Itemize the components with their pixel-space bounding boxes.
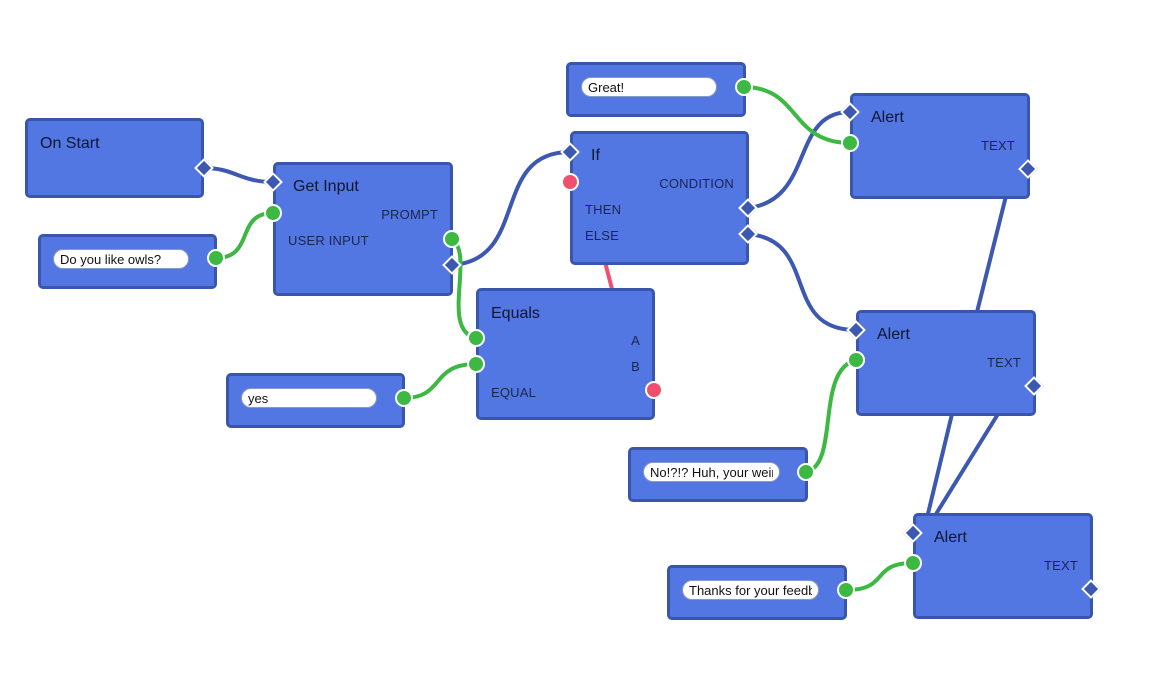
b-label: B	[631, 359, 640, 374]
b-in-pin[interactable]	[467, 355, 485, 373]
node-on-start[interactable]: On Start	[25, 118, 204, 198]
prompt-in-pin[interactable]	[264, 204, 282, 222]
wire-alert2-to-alert3-a	[924, 412, 954, 524]
node-alert-1[interactable]: Alert TEXT	[850, 93, 1030, 199]
text-in-pin[interactable]	[841, 134, 859, 152]
wire-getinput-to-if	[450, 150, 572, 267]
text-label: TEXT	[1043, 558, 1078, 573]
compare-text-field[interactable]	[241, 388, 377, 408]
equal-label: EQUAL	[491, 385, 537, 400]
node-title: Get Input	[293, 178, 359, 195]
wire-then-to-alert1	[746, 110, 852, 210]
user-input-label: USER INPUT	[288, 233, 369, 248]
a-label: A	[631, 333, 640, 348]
wire-userinput-to-a	[450, 237, 478, 340]
node-equals[interactable]: Equals A B EQUAL	[476, 288, 655, 420]
prompt-text-field[interactable]	[53, 249, 189, 269]
node-title: Alert	[934, 529, 967, 546]
wire-alert2-to-alert3-b	[934, 412, 1000, 516]
text-label: TEXT	[986, 355, 1021, 370]
wire-alert1-to-alert2	[975, 194, 1008, 314]
wire-equal-to-condition	[603, 260, 614, 291]
text-out-pin[interactable]	[797, 463, 815, 481]
node-text-prompt[interactable]	[38, 234, 217, 289]
a-in-pin[interactable]	[467, 329, 485, 347]
text-in-pin[interactable]	[904, 554, 922, 572]
prompt-label: PROMPT	[381, 207, 438, 222]
condition-label: CONDITION	[659, 176, 734, 191]
else-label: ELSE	[585, 228, 620, 243]
text-label: TEXT	[980, 138, 1015, 153]
text-in-pin[interactable]	[847, 351, 865, 369]
wire-prompt-text-to-prompt	[214, 211, 275, 260]
great-text-field[interactable]	[581, 77, 717, 97]
then-label: THEN	[585, 202, 622, 217]
equal-out-pin[interactable]	[645, 381, 663, 399]
wire-else-to-alert2	[746, 232, 858, 332]
user-input-out-pin[interactable]	[443, 230, 461, 248]
node-title: On Start	[40, 135, 100, 152]
node-get-input[interactable]: Get Input PROMPT USER INPUT	[273, 162, 453, 296]
node-text-compare[interactable]	[226, 373, 405, 428]
node-if[interactable]: If CONDITION THEN ELSE	[570, 131, 749, 265]
wire-yes-to-b	[402, 362, 478, 400]
wire-great-to-alert1-text	[742, 85, 852, 145]
thanks-text-field[interactable]	[682, 580, 819, 600]
node-title: Alert	[871, 109, 904, 126]
condition-in-pin[interactable]	[561, 173, 579, 191]
text-out-pin[interactable]	[735, 78, 753, 96]
text-out-pin[interactable]	[395, 389, 413, 407]
node-alert-3[interactable]: Alert TEXT	[913, 513, 1093, 619]
no-text-field[interactable]	[643, 462, 780, 482]
wire-thanks-to-alert3-text	[844, 561, 915, 592]
wire-no-to-alert2-text	[804, 358, 858, 474]
text-out-pin[interactable]	[837, 581, 855, 599]
node-title: Equals	[491, 305, 540, 322]
node-alert-2[interactable]: Alert TEXT	[856, 310, 1036, 416]
text-out-pin[interactable]	[207, 249, 225, 267]
node-title: If	[591, 147, 600, 164]
node-title: Alert	[877, 326, 910, 343]
node-text-no[interactable]	[628, 447, 808, 502]
node-text-great[interactable]	[566, 62, 746, 117]
wire-start-to-getinput	[202, 166, 275, 184]
node-text-thanks[interactable]	[667, 565, 847, 620]
